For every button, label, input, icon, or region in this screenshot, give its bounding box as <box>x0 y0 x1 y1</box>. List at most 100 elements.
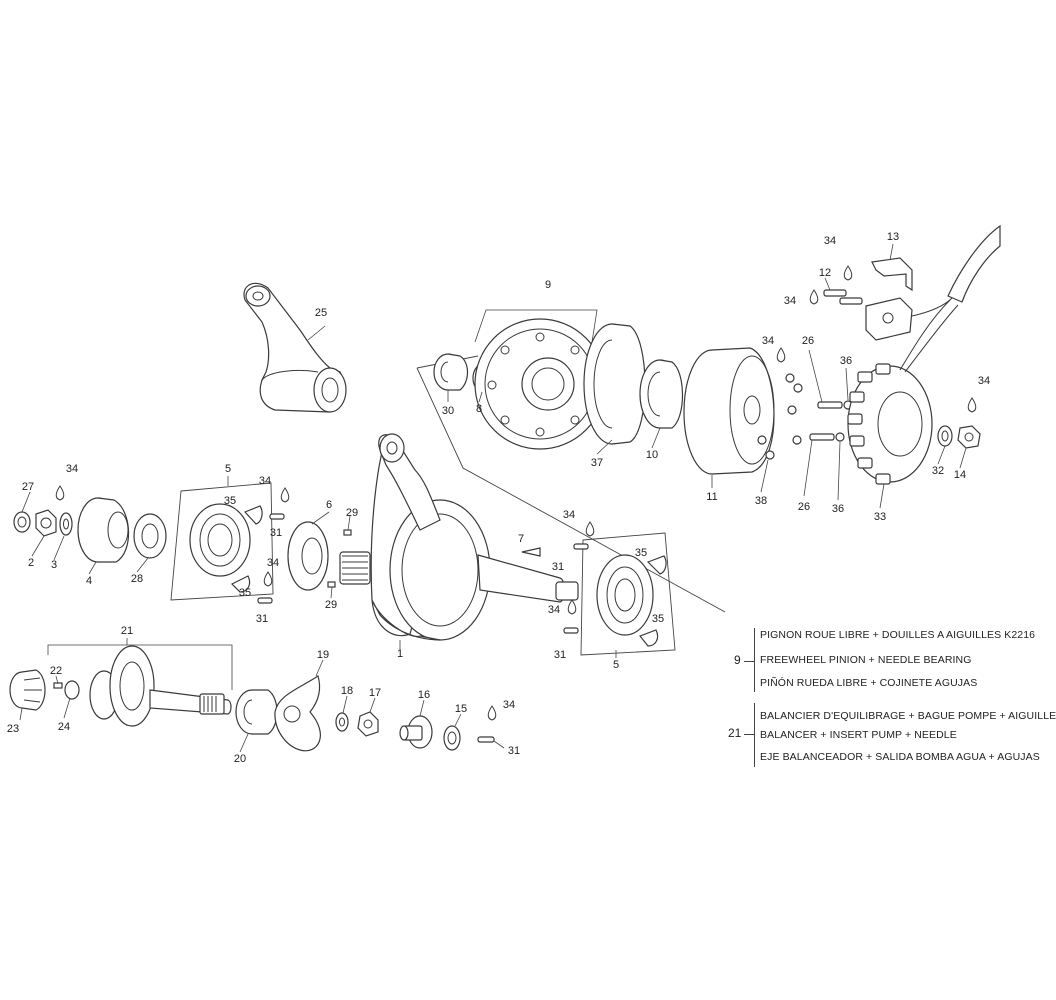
label-5-left: 5 <box>225 463 231 475</box>
label-23: 23 <box>7 723 19 735</box>
part-18-washer <box>335 712 349 732</box>
label-31-e: 31 <box>508 745 520 757</box>
label-19: 19 <box>317 649 329 661</box>
bracket-9 <box>474 309 598 343</box>
label-12: 12 <box>819 267 831 279</box>
part-3-washer <box>59 512 73 536</box>
part-7-key <box>521 547 541 557</box>
part-4-gear <box>77 497 130 563</box>
part-numbers: 1 2 3 4 5 5 6 7 8 9 10 11 12 13 14 15 16… <box>7 231 990 765</box>
label-34-f: 34 <box>503 699 515 711</box>
label-29-bottom: 29 <box>325 599 337 611</box>
label-9: 9 <box>545 279 551 291</box>
part-26-screws <box>809 401 843 441</box>
part-20-bearing <box>235 689 278 735</box>
label-36-top: 36 <box>840 355 852 367</box>
part-35-plates-right <box>639 555 667 647</box>
legend-21-line-es: EJE BALANCEADOR + SALIDA BOMBA AGUA + AG… <box>760 751 1040 763</box>
part-14-nut <box>957 425 981 449</box>
label-34-c: 34 <box>267 557 279 569</box>
diagram-drawing: 1 2 3 4 5 5 6 7 8 9 10 11 12 13 14 15 16… <box>7 224 1001 765</box>
part-6-gear <box>287 521 329 591</box>
label-5-right: 5 <box>613 659 619 671</box>
label-22: 22 <box>50 665 62 677</box>
label-4: 4 <box>86 575 92 587</box>
bearing-box-5-right <box>580 532 676 656</box>
label-26-bottom: 26 <box>798 501 810 513</box>
label-34-b: 34 <box>259 475 271 487</box>
label-32: 32 <box>932 465 944 477</box>
legend-21-line-en: BALANCER + INSERT PUMP + NEEDLE <box>760 729 957 741</box>
part-13-pickup-bracket <box>871 257 913 292</box>
part-28-bearing <box>133 513 167 559</box>
legend-9-number: 9 <box>734 653 741 667</box>
wire-harness <box>911 224 1001 317</box>
part-31-screw-bottom <box>477 736 495 743</box>
part-12-screws <box>823 289 863 305</box>
part-31-screws-right <box>563 543 589 634</box>
part-32-washer <box>937 425 953 447</box>
label-16: 16 <box>418 689 430 701</box>
legend-21-number: 21 <box>728 726 742 740</box>
part-15-seal <box>443 725 461 751</box>
label-8: 8 <box>476 403 482 415</box>
part-16-pump-insert <box>399 715 433 749</box>
label-34-g: 34 <box>762 335 774 347</box>
legend-9-line-fr: PIGNON ROUE LIBRE + DOUILLES A AIGUILLES… <box>760 629 1036 641</box>
legend-9-line-en: FREEWHEEL PINION + NEEDLE BEARING <box>760 654 972 666</box>
label-28: 28 <box>131 573 143 585</box>
label-34-h: 34 <box>824 235 836 247</box>
part-21-balancer-shaft <box>89 645 232 727</box>
legend-9-line-es: PIÑÓN RUEDA LIBRE + COJINETE AGUJAS <box>760 677 978 689</box>
label-36-bottom: 36 <box>832 503 844 515</box>
part-11-flywheel-rotor <box>683 347 775 488</box>
label-31-a: 31 <box>270 527 282 539</box>
label-27: 27 <box>22 481 34 493</box>
label-31-b: 31 <box>256 613 268 625</box>
label-34-i: 34 <box>784 295 796 307</box>
label-13: 13 <box>887 231 899 243</box>
label-35-a: 35 <box>224 495 236 507</box>
part-27-washer <box>13 511 31 533</box>
label-38: 38 <box>755 495 767 507</box>
label-18: 18 <box>341 685 353 697</box>
label-21: 21 <box>121 625 133 637</box>
label-2: 2 <box>28 557 34 569</box>
connecting-rod-25 <box>243 282 347 413</box>
label-34-a: 34 <box>66 463 78 475</box>
part-38-bolts <box>757 373 803 460</box>
part-37-freewheel-housing <box>583 323 646 445</box>
label-3: 3 <box>51 559 57 571</box>
label-35-d: 35 <box>652 613 664 625</box>
label-10: 10 <box>646 449 658 461</box>
part-2-nut <box>35 509 57 537</box>
part-23-needle-bearing <box>9 669 46 711</box>
part-5-bearing-right <box>596 554 654 636</box>
grease-drops-34 <box>55 265 977 721</box>
label-20: 20 <box>234 753 246 765</box>
label-6: 6 <box>326 499 332 511</box>
label-14: 14 <box>954 469 966 481</box>
part-10-ring <box>639 359 683 429</box>
label-34-e: 34 <box>548 604 560 616</box>
label-35-c: 35 <box>635 547 647 559</box>
part-17-nut <box>357 711 379 737</box>
label-30: 30 <box>442 405 454 417</box>
label-24: 24 <box>58 721 70 733</box>
crankshaft-1 <box>339 433 579 650</box>
label-37: 37 <box>591 457 603 469</box>
pickup-sensor <box>865 297 913 341</box>
label-26-top: 26 <box>802 335 814 347</box>
part-35-plates-left <box>230 505 263 593</box>
part-29-keys <box>327 529 352 588</box>
part-9-freewheel-sprocket <box>474 318 606 450</box>
part-30-bushing <box>433 353 469 391</box>
part-19-balancer-weight <box>274 675 321 752</box>
legend-21-line-fr: BALANCIER D'EQUILIBRAGE + BAGUE POMPE + … <box>760 710 1056 722</box>
exploded-parts-diagram: 1 2 3 4 5 5 6 7 8 9 10 11 12 13 14 15 16… <box>6 224 1056 767</box>
label-25: 25 <box>315 307 327 319</box>
label-15: 15 <box>455 703 467 715</box>
label-33: 33 <box>874 511 886 523</box>
label-34-d: 34 <box>563 509 575 521</box>
label-7: 7 <box>518 533 524 545</box>
